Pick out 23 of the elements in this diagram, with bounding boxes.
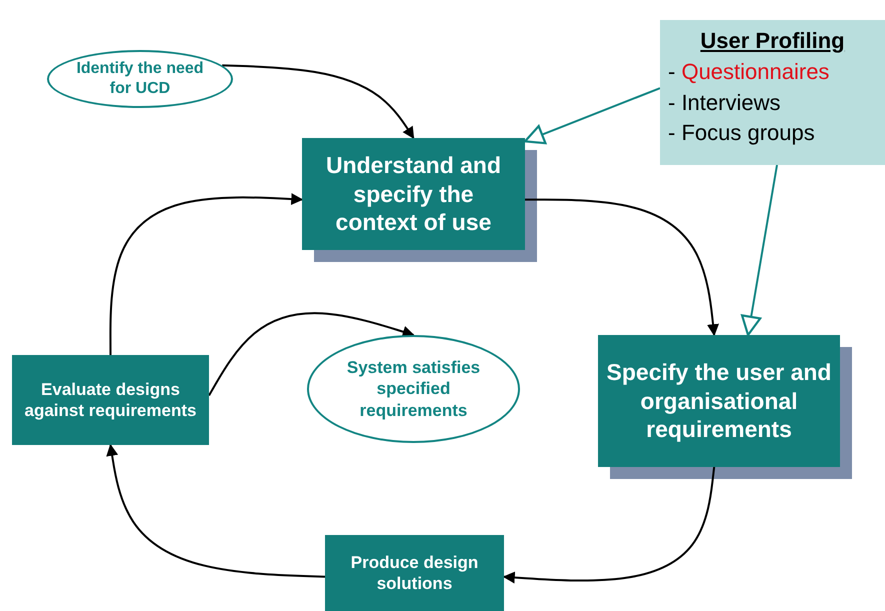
label: Understand and specify the context of use xyxy=(324,150,502,238)
arrow xyxy=(525,198,719,336)
label: Produce design solutions xyxy=(350,552,480,594)
list-item: - Focus groups xyxy=(668,119,815,148)
process-box xyxy=(598,335,840,467)
note-box xyxy=(660,20,885,165)
arrow xyxy=(502,466,716,584)
heading: User Profiling xyxy=(700,27,845,55)
label: Specify the user and organisational requirements xyxy=(606,358,832,444)
arrow xyxy=(106,444,326,578)
list-item: - Questionnaires xyxy=(668,58,830,86)
process-box xyxy=(12,355,209,445)
label: System satisfies specified requirements xyxy=(346,357,482,421)
arrow xyxy=(222,64,414,139)
arrow xyxy=(740,164,778,336)
arrow xyxy=(109,193,304,355)
arrow xyxy=(524,87,660,144)
label: Identify the need for UCD xyxy=(75,59,205,99)
arrow xyxy=(208,312,415,396)
process-box xyxy=(325,535,504,611)
process-box xyxy=(302,138,525,250)
list-item: - Interviews xyxy=(668,88,780,117)
label: Evaluate designs against requirements xyxy=(24,378,198,422)
